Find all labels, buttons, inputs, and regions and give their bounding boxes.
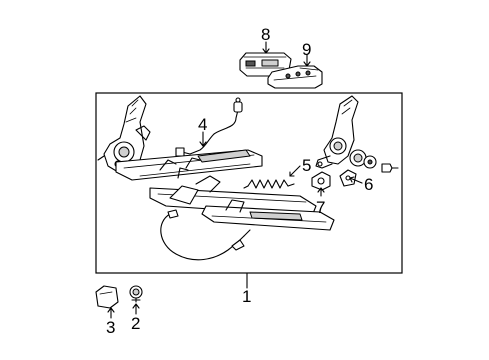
left-recliner-plate — [97, 95, 151, 173]
right-recliner-plate — [315, 95, 359, 169]
callout-5: 5 — [302, 156, 311, 175]
part-7-bracket — [311, 171, 331, 191]
callout-4: 4 — [198, 115, 207, 134]
callout-3: 3 — [106, 318, 115, 337]
leader-lines — [107, 41, 363, 319]
spring — [243, 179, 295, 189]
part-9-trim-bracket — [267, 65, 323, 89]
lower-rail — [149, 167, 335, 231]
callout-9: 9 — [302, 40, 311, 59]
callout-8: 8 — [261, 25, 270, 44]
part-3-cover-cap — [95, 285, 119, 309]
part-4-harness — [175, 97, 243, 157]
callout-7: 7 — [316, 198, 325, 217]
callout-2: 2 — [131, 314, 140, 333]
release-cable — [160, 209, 251, 261]
assembly-frame — [95, 92, 403, 274]
part-2-clip — [129, 285, 143, 303]
callout-6: 6 — [364, 175, 373, 194]
upper-rail — [115, 149, 263, 181]
callout-1: 1 — [242, 287, 251, 306]
